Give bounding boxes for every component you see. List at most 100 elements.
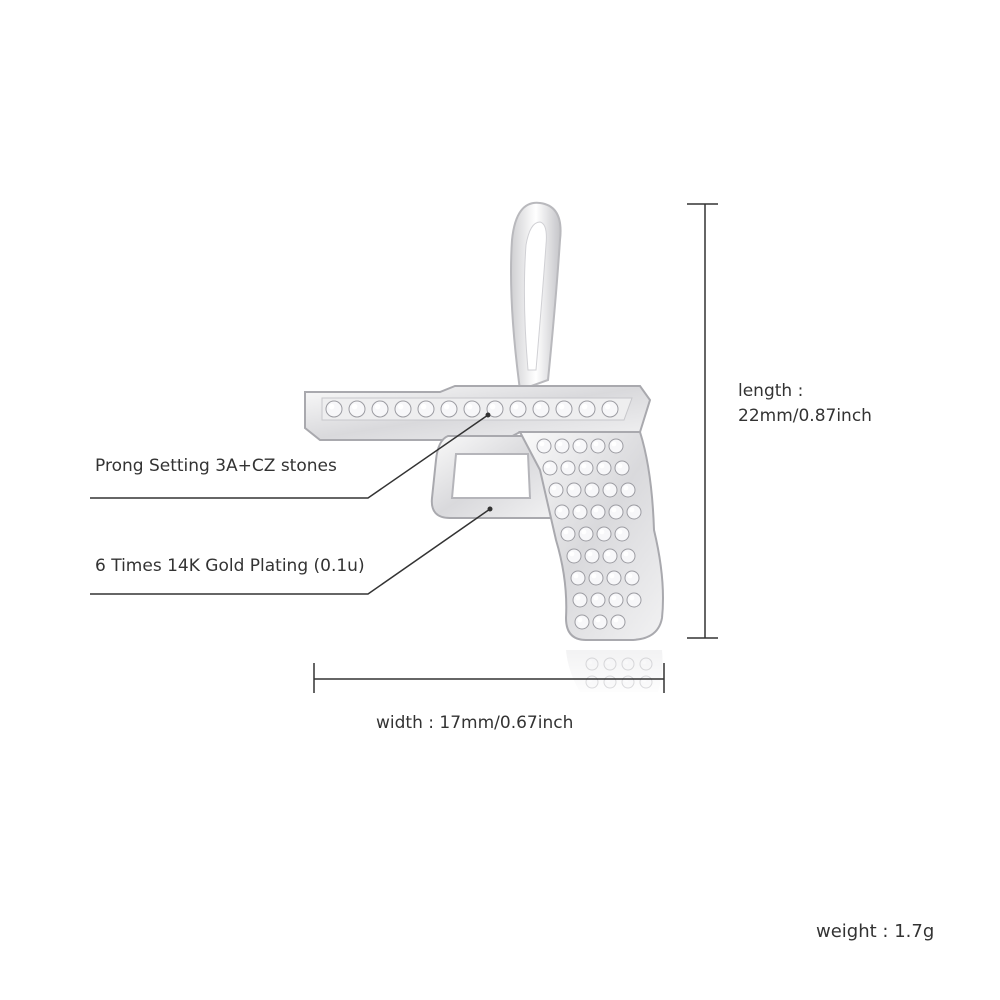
- cz-stone: [566, 482, 582, 498]
- cz-stone-highlight: [489, 403, 496, 410]
- cz-stone-highlight: [599, 463, 605, 469]
- cz-stone: [560, 526, 576, 542]
- cz-stone-highlight: [593, 441, 599, 447]
- cz-stone-highlight: [577, 617, 583, 623]
- cz-stone: [548, 482, 564, 498]
- cz-stone-highlight: [466, 403, 473, 410]
- cz-stone: [572, 504, 588, 520]
- cz-stone: [621, 675, 635, 689]
- cz-stone: [578, 400, 596, 418]
- gold-plating-pointer-dot: [487, 506, 493, 512]
- cz-stone-highlight: [623, 485, 629, 491]
- cz-stone: [608, 504, 624, 520]
- slide-stones: [325, 400, 619, 418]
- cz-stone-highlight: [629, 507, 635, 513]
- cz-stone: [590, 504, 606, 520]
- cz-stone: [560, 460, 576, 476]
- cz-stone-highlight: [563, 463, 569, 469]
- cz-stone: [588, 570, 604, 586]
- grip-stones: [536, 438, 642, 630]
- cz-stone-highlight: [328, 403, 335, 410]
- cz-stone: [602, 482, 618, 498]
- cz-stone: [572, 438, 588, 454]
- cz-stone-highlight: [611, 595, 617, 601]
- cz-stone-highlight: [611, 507, 617, 513]
- cz-stone: [614, 526, 630, 542]
- cz-stone-highlight: [581, 463, 587, 469]
- cz-stone-highlight: [642, 660, 647, 665]
- cz-stone-highlight: [569, 485, 575, 491]
- cz-stone: [542, 460, 558, 476]
- length-value: 22mm/0.87inch: [738, 406, 872, 426]
- cz-stone-highlight: [587, 551, 593, 557]
- cz-stone-highlight: [563, 529, 569, 535]
- cz-stone: [325, 400, 343, 418]
- cz-stone: [417, 400, 435, 418]
- cz-stone: [621, 657, 635, 671]
- cz-stone-highlight: [611, 441, 617, 447]
- cz-stone: [555, 400, 573, 418]
- cz-stone: [603, 657, 617, 671]
- cz-stone: [509, 400, 527, 418]
- cz-stone: [626, 592, 642, 608]
- cz-stone: [574, 614, 590, 630]
- cz-stone-highlight: [609, 573, 615, 579]
- cz-stone: [394, 400, 412, 418]
- cz-stone: [610, 614, 626, 630]
- cz-stone-highlight: [606, 660, 611, 665]
- cz-stone-highlight: [617, 463, 623, 469]
- cz-stone: [585, 657, 599, 671]
- cz-stone-highlight: [587, 485, 593, 491]
- width-dimension-line: [313, 663, 665, 693]
- cz-stone: [608, 592, 624, 608]
- length-dimension-line: [687, 203, 718, 639]
- cz-stone-highlight: [558, 403, 565, 410]
- cz-stone: [639, 657, 653, 671]
- cz-stone-highlight: [575, 441, 581, 447]
- cz-stone: [601, 400, 619, 418]
- cz-stone: [603, 675, 617, 689]
- cz-stone-highlight: [613, 617, 619, 623]
- cz-stone-highlight: [575, 595, 581, 601]
- cz-stone-highlight: [512, 403, 519, 410]
- cz-stone: [572, 592, 588, 608]
- cz-stone: [463, 400, 481, 418]
- cz-stone: [596, 460, 612, 476]
- cz-stone-highlight: [623, 551, 629, 557]
- cz-stone: [570, 570, 586, 586]
- cz-stone: [590, 592, 606, 608]
- cz-stone: [440, 400, 458, 418]
- cz-stone-highlight: [617, 529, 623, 535]
- prong-setting-pointer-dot: [485, 412, 491, 418]
- cz-stone: [624, 570, 640, 586]
- cz-stone: [554, 438, 570, 454]
- cz-stone-highlight: [573, 573, 579, 579]
- cz-stone: [608, 438, 624, 454]
- cz-stone-highlight: [591, 573, 597, 579]
- length-label: length :: [738, 381, 804, 401]
- cz-stone: [620, 482, 636, 498]
- cz-stone-highlight: [351, 403, 358, 410]
- cz-stone: [554, 504, 570, 520]
- cz-stone: [620, 548, 636, 564]
- cz-stone: [578, 460, 594, 476]
- cz-stone-highlight: [605, 485, 611, 491]
- cz-stone-highlight: [397, 403, 404, 410]
- cz-stone-highlight: [593, 595, 599, 601]
- cz-stone: [532, 400, 550, 418]
- cz-stone-highlight: [374, 403, 381, 410]
- cz-stone-highlight: [593, 507, 599, 513]
- cz-stone-highlight: [624, 660, 629, 665]
- width-label: width : 17mm/0.67inch: [376, 713, 574, 733]
- gold-plating-label: 6 Times 14K Gold Plating (0.1u): [95, 556, 365, 576]
- cz-stone: [585, 675, 599, 689]
- cz-stone-highlight: [595, 617, 601, 623]
- cz-stone: [348, 400, 366, 418]
- cz-stone-highlight: [581, 403, 588, 410]
- cz-stone: [626, 504, 642, 520]
- cz-stone: [590, 438, 606, 454]
- prong-setting-leader-line: [90, 414, 489, 499]
- cz-stone-highlight: [443, 403, 450, 410]
